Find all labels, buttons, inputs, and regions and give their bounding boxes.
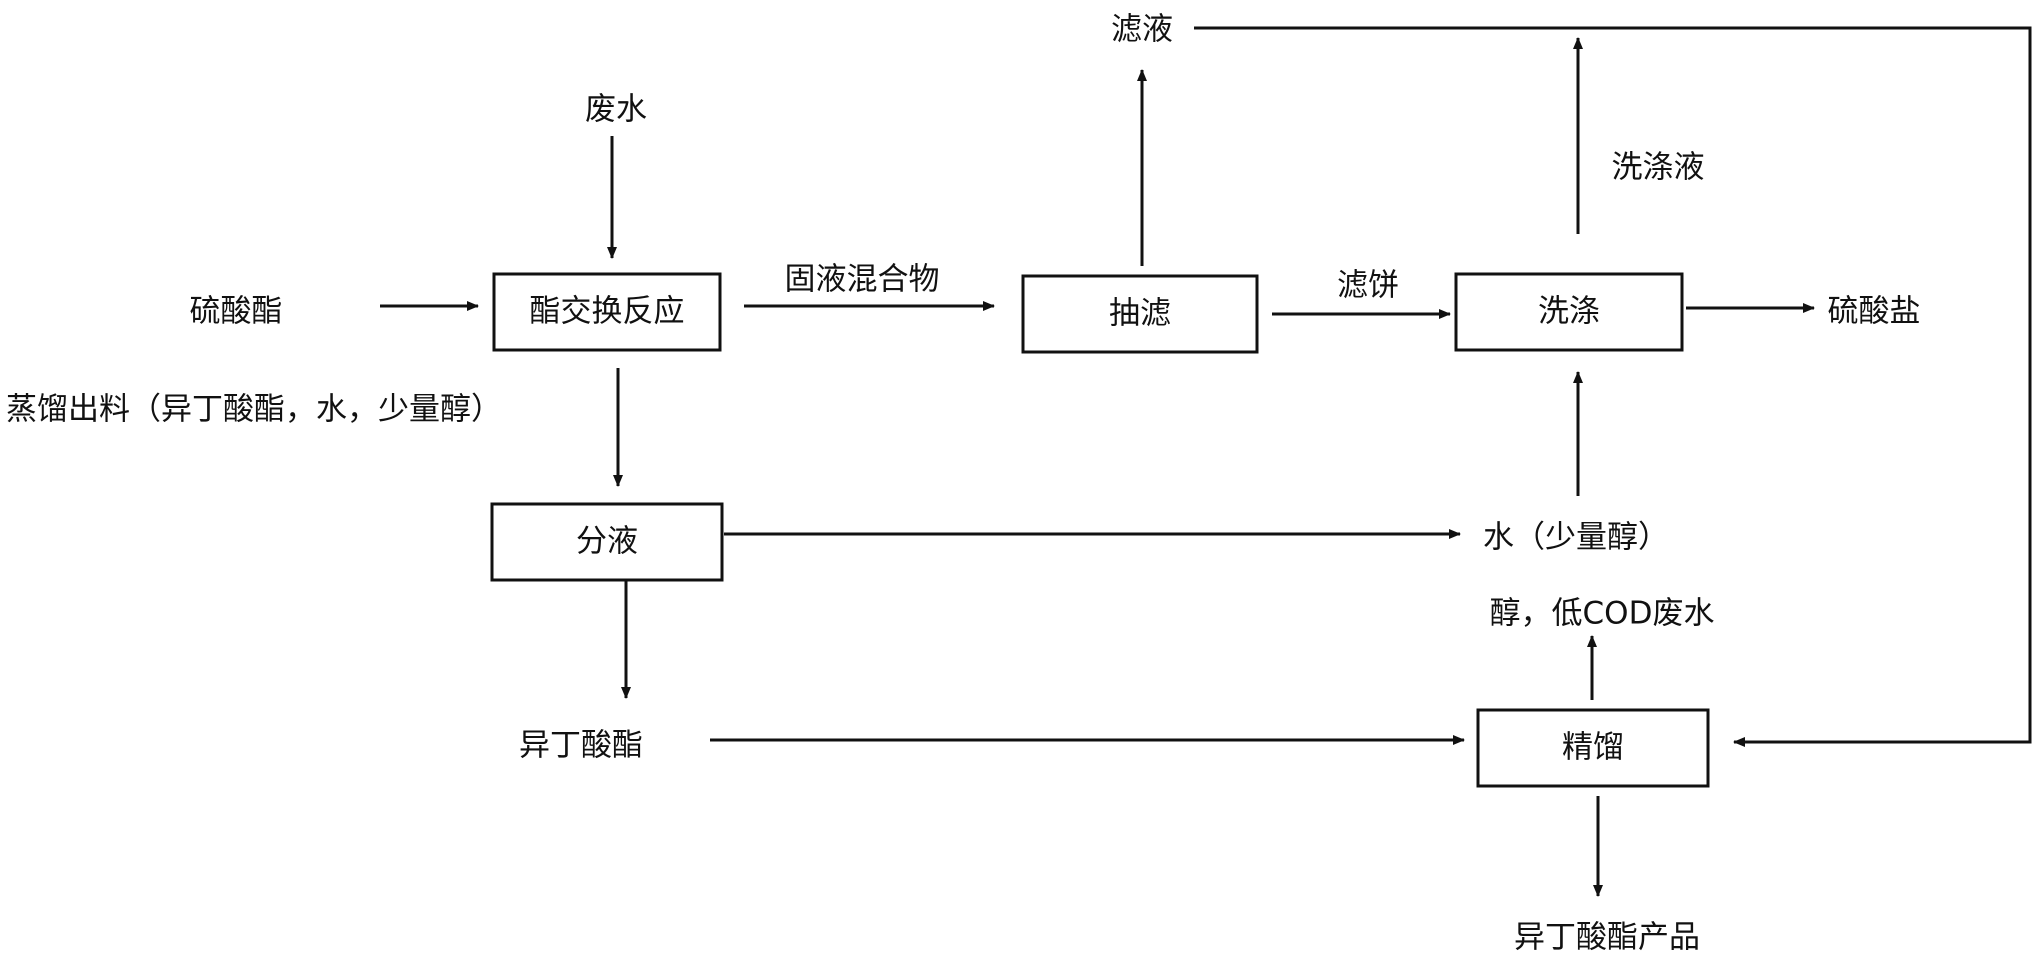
water-alcohol-label: 水（少量醇） — [1483, 519, 1669, 556]
wastewater-label: 废水 — [585, 91, 647, 128]
sulfate-ester-label: 硫酸酯 — [189, 293, 283, 330]
filter-cake-label: 滤饼 — [1337, 267, 1399, 304]
liquid-separation-box — [490, 502, 724, 582]
transesterification-box — [492, 272, 722, 352]
washing-liquid-label: 洗涤液 — [1611, 149, 1705, 186]
washing-label: 洗涤 — [1538, 293, 1600, 330]
filtrate-label: 滤液 — [1111, 11, 1173, 48]
suction-filtration-label: 抽滤 — [1109, 295, 1171, 332]
solid-liquid-mixture-label: 固液混合物 — [784, 261, 940, 298]
suction-filtration-box — [1021, 274, 1259, 354]
sulfate-salt-label: 硫酸盐 — [1827, 293, 1921, 330]
liquid-separation-label: 分液 — [576, 523, 638, 560]
transesterification-label: 酯交换反应 — [529, 293, 685, 330]
distillation-output-label: 蒸馏出料（异丁酸酯，水，少量醇） — [6, 391, 502, 428]
arrow-filtrate-recycle-to-rectification — [1194, 26, 2032, 747]
isobutyrate-product-label: 异丁酸酯产品 — [1514, 919, 1700, 956]
rectification-label: 精馏 — [1562, 729, 1624, 766]
washing-box — [1454, 272, 1684, 352]
alcohol-low-cod-label: 醇，低COD废水 — [1489, 595, 1715, 632]
rectification-box — [1476, 708, 1710, 788]
isobutyrate-label: 异丁酸酯 — [519, 727, 643, 764]
